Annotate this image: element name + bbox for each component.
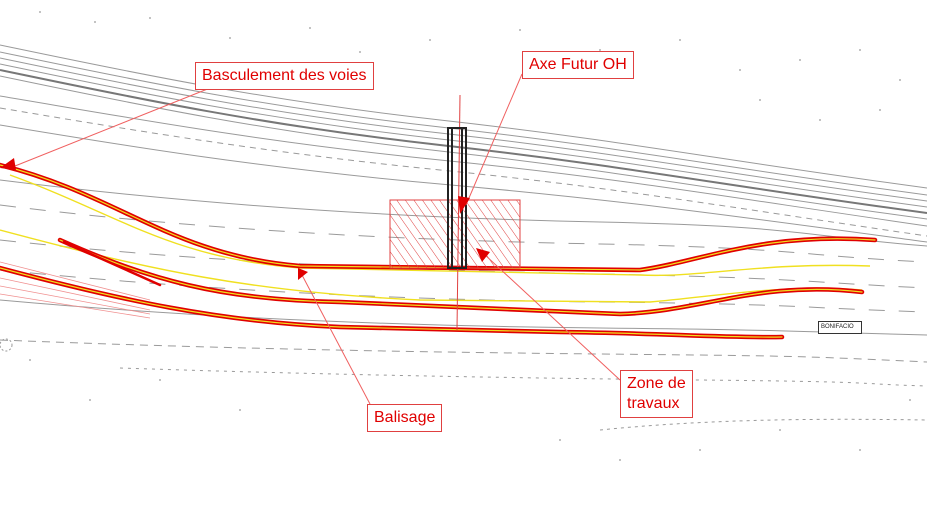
leader-lines bbox=[9, 73, 621, 405]
label-basculement: Basculement des voies bbox=[195, 62, 374, 90]
label-axe-futur-oh: Axe Futur OH bbox=[522, 51, 634, 79]
label-zone-line2: travaux bbox=[627, 395, 680, 412]
survey-points bbox=[29, 11, 911, 461]
upper-embankment bbox=[0, 44, 927, 243]
work-zone-hatch bbox=[389, 199, 521, 269]
label-zone-line1: Zone de bbox=[627, 375, 686, 392]
direction-sign: BONIFACIO bbox=[818, 321, 862, 334]
label-zone-travaux: Zone de travaux bbox=[620, 370, 693, 418]
tree-symbol bbox=[0, 338, 13, 352]
label-balisage: Balisage bbox=[367, 404, 443, 432]
leader-arrowheads bbox=[0, 158, 490, 280]
deviation-lines bbox=[0, 162, 878, 340]
